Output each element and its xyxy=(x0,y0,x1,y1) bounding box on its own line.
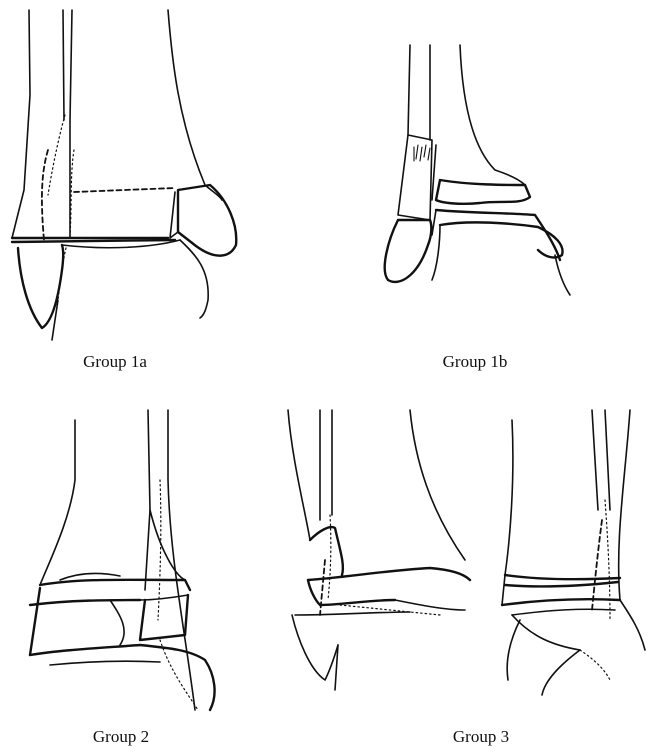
diagram-group-1b xyxy=(370,35,600,325)
panel-label-group-2: Group 2 xyxy=(93,727,149,747)
diagram-group-3 xyxy=(280,400,650,700)
panel-label-group-1a: Group 1a xyxy=(83,352,147,372)
panel-label-group-3: Group 3 xyxy=(453,727,509,747)
panel-label-group-1b: Group 1b xyxy=(443,352,508,372)
diagram-group-1a xyxy=(0,0,260,345)
diagram-group-2 xyxy=(20,400,240,720)
